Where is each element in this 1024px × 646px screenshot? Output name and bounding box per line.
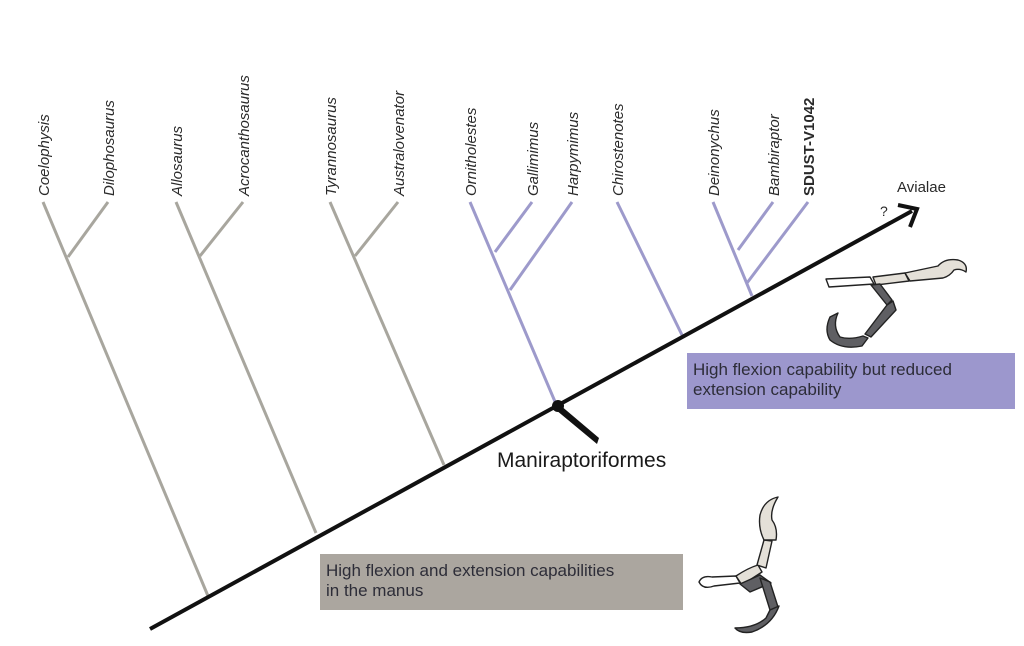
taxon-label-bambiraptor: Bambiraptor xyxy=(766,113,783,196)
uncertainty-mark: ? xyxy=(880,203,888,219)
branch-sdust-v1042 xyxy=(745,201,810,284)
taxon-label-coelophysis: Coelophysis xyxy=(36,114,53,196)
avialae-label: Avialae xyxy=(897,179,946,196)
branch-coelophysis xyxy=(41,201,210,597)
branch-tyrannosaurus xyxy=(328,201,446,466)
derived-capability-box: High flexion capability but reduced exte… xyxy=(687,353,1015,409)
branch-chirostenotes xyxy=(615,201,684,336)
branch-allosaurus xyxy=(174,201,318,534)
node-pointer xyxy=(556,405,599,444)
branch-bambiraptor xyxy=(736,201,775,251)
basal-capability-box: High flexion and extension capabilities … xyxy=(320,554,683,610)
taxon-label-harpymimus: Harpymimus xyxy=(565,111,582,196)
taxon-label-chirostenotes: Chirostenotes xyxy=(610,103,627,196)
derived-capability-line2: extension capability xyxy=(693,380,842,399)
derived-capability-line1: High flexion capability but reduced xyxy=(693,360,952,379)
branch-dilophosaurus xyxy=(66,201,110,258)
main-stem xyxy=(149,209,913,631)
taxon-label-allosaurus: Allosaurus xyxy=(169,125,186,197)
branch-group xyxy=(41,201,810,597)
manus-reduced-extension-icon xyxy=(825,258,968,348)
taxon-labels: Coelophysis Dilophosaurus Allosaurus Acroca… xyxy=(36,75,818,197)
branch-acrocanthosaurus xyxy=(198,201,245,257)
maniraptoriformes-label: Maniraptoriformes xyxy=(497,449,666,472)
taxon-label-australovenator: Australovenator xyxy=(391,90,408,197)
taxon-label-ornitholestes: Ornitholestes xyxy=(463,107,480,196)
branch-harpymimus xyxy=(508,201,574,291)
taxon-label-sdust-v1042: SDUST-V1042 xyxy=(801,98,818,196)
arrowhead-icon xyxy=(897,203,920,228)
basal-capability-line1: High flexion and extension capabilities xyxy=(326,561,615,580)
taxon-label-acrocanthosaurus: Acrocanthosaurus xyxy=(236,75,253,197)
branch-australovenator xyxy=(353,201,400,257)
branch-deinonychus xyxy=(711,201,754,297)
branch-gallimimus xyxy=(493,201,534,253)
taxon-label-gallimimus: Gallimimus xyxy=(525,121,542,196)
branch-ornitholestes xyxy=(468,201,558,405)
taxon-label-dilophosaurus: Dilophosaurus xyxy=(101,100,118,196)
basal-capability-line2: in the manus xyxy=(326,581,424,600)
manus-flexion-extension-icon xyxy=(698,496,780,634)
taxon-label-tyrannosaurus: Tyrannosaurus xyxy=(323,97,340,196)
taxon-label-deinonychus: Deinonychus xyxy=(706,109,723,196)
